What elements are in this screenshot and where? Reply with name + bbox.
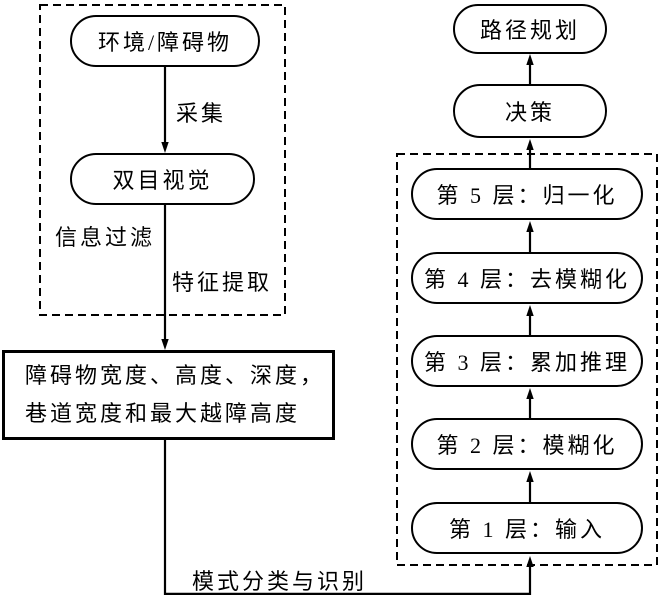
arrowhead-layer5 — [526, 221, 534, 232]
node-environment-obstacle: 环境/障碍物 — [70, 15, 260, 67]
arrowhead-layer1 — [526, 556, 534, 567]
arrowhead-decision — [526, 139, 534, 150]
node-decision: 决策 — [453, 84, 607, 138]
edge-label-collect: 采集 — [176, 101, 227, 126]
sensing-group-dashed-box — [39, 4, 286, 316]
arrowhead-binocular — [161, 142, 169, 153]
arrow-obstacle-box-to-layer1 — [163, 440, 532, 595]
node-layer3-cumulative-inference: 第 3 层：累加推理 — [411, 335, 643, 387]
node-path-planning: 路径规划 — [453, 4, 607, 54]
arrowhead-layer2 — [526, 471, 534, 482]
node-obstacle-parameters: 障碍物宽度、高度、深度， 巷道宽度和最大越障高度 — [2, 350, 335, 440]
edge-label-info-filter: 信息过滤 — [55, 225, 156, 250]
edge-label-feature-extract: 特征提取 — [172, 270, 273, 295]
node-layer4-defuzzification: 第 4 层：去模糊化 — [411, 252, 643, 304]
node-layer5-normalization: 第 5 层：归一化 — [411, 168, 643, 220]
arrowheads — [161, 54, 534, 567]
arrowhead-layer4 — [526, 305, 534, 316]
arrowhead-path-planning — [526, 54, 534, 65]
obstacle-parameters-line2: 巷道宽度和最大越障高度 — [25, 401, 301, 426]
arrowhead-obstacle-box — [161, 339, 169, 350]
obstacle-parameters-line1: 障碍物宽度、高度、深度， — [25, 363, 326, 388]
arrowhead-layer3 — [526, 388, 534, 399]
node-layer2-fuzzification: 第 2 层：模糊化 — [411, 418, 643, 470]
edge-label-pattern-classification: 模式分类与识别 — [192, 569, 368, 594]
node-layer1-input: 第 1 层：输入 — [411, 502, 643, 554]
node-binocular-vision: 双目视觉 — [70, 153, 255, 205]
